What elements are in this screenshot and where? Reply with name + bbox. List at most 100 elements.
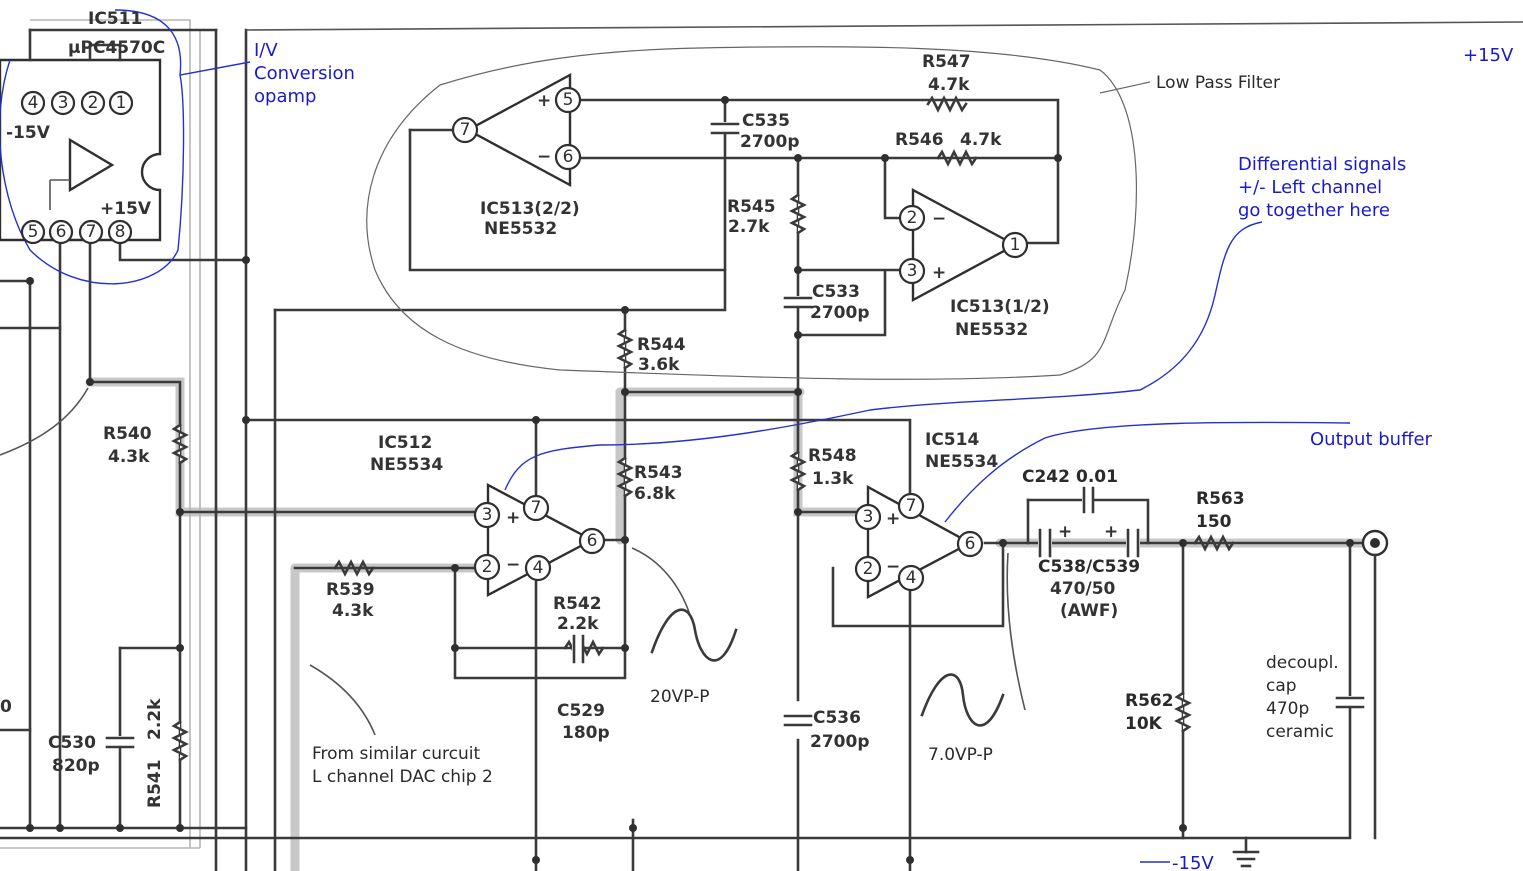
waveform-labels: 20VP-P 7.0VP-P: [650, 687, 993, 765]
svg-text:3: 3: [58, 93, 69, 113]
svg-text:2700p: 2700p: [810, 732, 869, 752]
svg-text:3: 3: [907, 261, 918, 281]
svg-text:R563: R563: [1196, 489, 1245, 509]
c530-symbol: [105, 736, 135, 749]
ic514-part: NE5534: [925, 452, 998, 472]
c538-symbol: [1038, 528, 1052, 558]
svg-text:4.7k: 4.7k: [928, 75, 970, 95]
lpf-pointer: [1099, 81, 1151, 94]
svg-text:3: 3: [863, 507, 874, 527]
svg-text:2.2k: 2.2k: [557, 614, 599, 634]
frame-lines: [0, 19, 1523, 871]
svg-text:5: 5: [28, 222, 39, 242]
svg-text:6: 6: [56, 222, 67, 242]
ic512-part: NE5534: [370, 455, 443, 475]
annotation-lines: [0, 9, 1351, 523]
svg-text:R545: R545: [727, 197, 776, 217]
svg-text:R544: R544: [637, 335, 686, 355]
svg-text:R546: R546: [895, 130, 944, 150]
low-pass-filter-outline: [366, 46, 1138, 380]
svg-text:7: 7: [531, 498, 542, 518]
minus15v-label: -15V: [1172, 853, 1214, 871]
svg-text:R542: R542: [553, 594, 602, 614]
r541-ref: R541: [145, 759, 165, 808]
ic513-1-2-pins: 2 3 1: [898, 204, 1029, 285]
ic511-part: µPC4570C: [68, 38, 165, 58]
c536-symbol: [783, 714, 813, 727]
svg-text:3: 3: [482, 505, 493, 525]
r539-symbol: [333, 559, 375, 577]
ic511-ref: IC511: [88, 9, 142, 29]
svg-text:R547: R547: [922, 52, 971, 72]
svg-text:C535: C535: [742, 111, 790, 131]
svg-text:7: 7: [460, 120, 471, 140]
ic514-pins: 3 2 7 4 6: [854, 492, 984, 592]
plus15v-label: +15V: [1463, 45, 1514, 66]
similar-circuit-line1: From similar curcuit: [312, 744, 481, 764]
ic512-ref: IC512: [378, 433, 432, 453]
r545-symbol: [789, 193, 807, 235]
svg-text:+: +: [886, 509, 900, 529]
junction-dots: [26, 96, 1354, 864]
svg-text:4.3k: 4.3k: [108, 447, 150, 467]
ic513-1-part: NE5532: [955, 320, 1028, 340]
ic513-2-2-pins: 5 6 7: [451, 86, 582, 171]
ic-labels: IC511 µPC4570C -15V +15V IC513(2/2) NE55…: [6, 9, 1050, 475]
svg-text:1: 1: [116, 93, 127, 113]
low-pass-filter-label: Low Pass Filter: [1156, 73, 1280, 93]
svg-text:+: +: [1104, 522, 1118, 542]
svg-text:4.7k: 4.7k: [960, 130, 1002, 150]
resistors: [171, 95, 1235, 762]
decoupling-line1: decoupl.: [1266, 653, 1339, 673]
svg-text:6: 6: [587, 531, 598, 551]
svg-text:6: 6: [563, 147, 574, 167]
svg-text:0.01: 0.01: [1076, 467, 1118, 487]
similar-circuit-line2: L channel DAC chip 2: [312, 767, 493, 787]
r544-symbol: [616, 328, 634, 370]
svg-text:2.7k: 2.7k: [728, 217, 770, 237]
ic511-minus-rail: -15V: [6, 123, 51, 143]
r563-symbol: [1193, 534, 1235, 552]
svg-text:C536: C536: [813, 708, 861, 728]
c535-symbol: [710, 122, 740, 135]
svg-text:1: 1: [1010, 235, 1021, 255]
svg-text:C533: C533: [812, 282, 860, 302]
r546-symbol: [936, 149, 978, 167]
svg-text:7: 7: [86, 222, 97, 242]
svg-text:+: +: [506, 508, 520, 528]
ic513-2-part: NE5532: [484, 219, 557, 239]
r540-symbol: [171, 423, 189, 465]
svg-text:2: 2: [907, 208, 918, 228]
svg-text:2700p: 2700p: [740, 132, 799, 152]
svg-text:+: +: [1058, 522, 1072, 542]
differential-line3: go together here: [1238, 200, 1390, 221]
svg-text:C242: C242: [1022, 467, 1070, 487]
svg-text:820p: 820p: [52, 756, 100, 776]
blue-annotations: I/V Conversion opamp +15V Differential s…: [254, 40, 1514, 871]
decoupling-line3: 470p: [1266, 699, 1309, 719]
svg-text:20VP-P: 20VP-P: [650, 687, 710, 707]
svg-text:−: −: [506, 555, 520, 575]
circuit-wires: [0, 98, 1377, 871]
ic511-body: [0, 28, 162, 242]
svg-text:8: 8: [115, 222, 126, 242]
r547-symbol: [926, 95, 968, 113]
waveform-7vpp: [920, 673, 1005, 727]
ic513-1-ref: IC513(1/2): [950, 297, 1050, 317]
iv-line2: Conversion: [254, 63, 355, 84]
svg-text:C529: C529: [557, 701, 605, 721]
svg-text:C530: C530: [48, 733, 96, 753]
svg-text:1.3k: 1.3k: [812, 469, 854, 489]
c533-symbol: [783, 296, 813, 309]
ic512-pins: 3 2 7 4 6: [473, 494, 606, 582]
svg-text:6.8k: 6.8k: [634, 484, 676, 504]
r562-symbol: [1174, 691, 1192, 733]
svg-text:+: +: [932, 263, 946, 283]
differential-line2: +/- Left channel: [1238, 177, 1382, 198]
svg-text:7: 7: [906, 496, 917, 516]
svg-text:C538/C539: C538/C539: [1038, 557, 1140, 577]
r541-symbol: [171, 720, 189, 762]
svg-text:+: +: [537, 91, 551, 111]
opamp-polarity-signs: +− −+ +− +− ++: [506, 91, 1118, 577]
